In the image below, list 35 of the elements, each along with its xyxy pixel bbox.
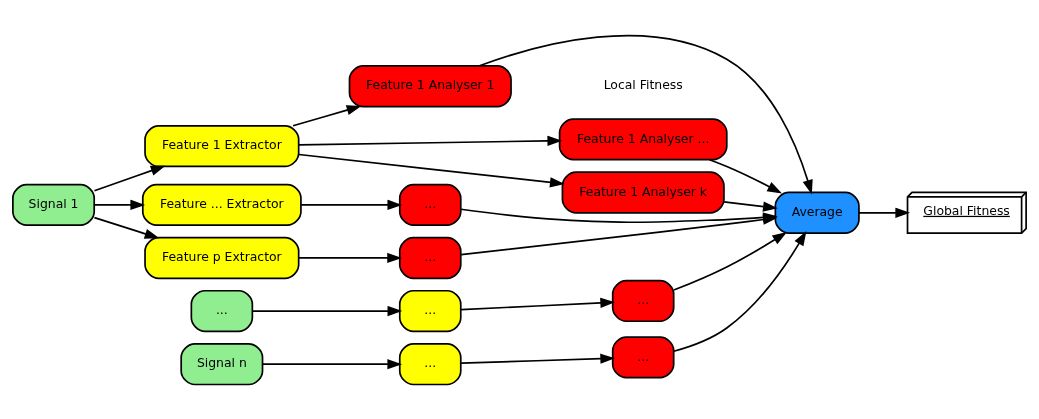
arrow: [708, 158, 782, 193]
node-box: ...: [611, 335, 675, 379]
node-box: ...: [398, 342, 462, 385]
arrow: [298, 252, 402, 263]
arrow: [298, 135, 563, 146]
arrow: [251, 305, 403, 316]
arrow: [858, 207, 911, 218]
arrow: [93, 216, 160, 239]
node-box: Feature p Extractor: [144, 236, 300, 279]
arrow: [93, 199, 146, 210]
node-box: ...: [398, 236, 462, 279]
node-box: Signal 1: [12, 183, 96, 226]
arrow: [298, 153, 565, 187]
node-box: ...: [398, 183, 462, 226]
arrow: [460, 297, 616, 310]
node-box: Feature 1 Analyser ...: [558, 117, 728, 161]
arrow: [672, 231, 788, 291]
node-box: Feature 1 Analyser k: [561, 170, 725, 214]
arrow: [292, 104, 362, 127]
arrow: [478, 34, 813, 195]
arrow: [672, 230, 807, 352]
arrow: [261, 358, 403, 369]
node-box: Signal n: [180, 342, 264, 385]
arrow: [460, 353, 616, 364]
label: Local Fitness: [603, 76, 683, 92]
node-box: ...: [398, 289, 462, 332]
node-box: ...: [611, 279, 675, 322]
arrow: [723, 200, 778, 212]
node-box: Feature 1 Analyser 1: [348, 64, 512, 107]
node-box: Feature 1 Extractor: [144, 124, 300, 167]
node-box: Feature ... Extractor: [141, 183, 302, 226]
arrow: [300, 199, 403, 210]
node-box: ...: [190, 289, 254, 332]
node-box: Average: [774, 191, 860, 234]
arrow: [93, 165, 166, 192]
